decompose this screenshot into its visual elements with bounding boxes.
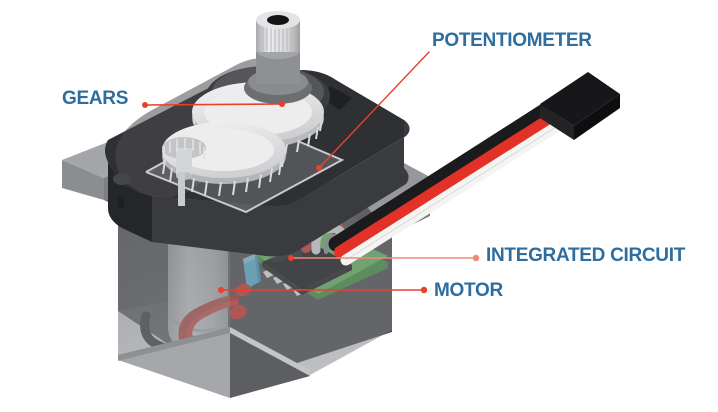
gear-pinion bbox=[162, 137, 206, 180]
callout-label-potentiometer: POTENTIOMETER bbox=[432, 30, 592, 51]
mount-tab-left bbox=[62, 160, 104, 200]
callout-leaders bbox=[142, 51, 480, 294]
servo-cable bbox=[328, 98, 570, 266]
cable-black-wire bbox=[328, 98, 560, 252]
cable-connector bbox=[540, 72, 620, 140]
leader-dot-gears-label bbox=[142, 102, 148, 108]
leader-dot-potentiometer-target bbox=[316, 165, 322, 171]
output-spline-shaft bbox=[244, 11, 312, 104]
connector-side bbox=[574, 94, 620, 140]
case-marking bbox=[118, 196, 124, 208]
case-notch-right bbox=[322, 86, 352, 110]
connector-face bbox=[540, 104, 574, 140]
gear-post bbox=[178, 172, 185, 206]
housing-bottom-shadow bbox=[230, 333, 310, 398]
leader-dot-ic-target bbox=[288, 255, 294, 261]
connector-top bbox=[540, 72, 620, 126]
leader-dot-gears-target bbox=[279, 101, 285, 107]
leader-integrated-circuit bbox=[288, 254, 480, 262]
upper-case-skirt bbox=[152, 120, 410, 257]
leader-dot-motor-target bbox=[218, 287, 224, 293]
screw-boss-left bbox=[113, 173, 131, 185]
leader-motor bbox=[218, 286, 428, 294]
leader-gears bbox=[142, 101, 285, 108]
callout-label-motor: MOTOR bbox=[434, 280, 503, 301]
leader-dot-ic-label bbox=[472, 254, 480, 262]
callout-label-integrated-circuit: INTEGRATED CIRCUIT bbox=[486, 245, 686, 266]
callout-label-gears: GEARS bbox=[62, 88, 129, 109]
housing-bottom-edge-right bbox=[230, 327, 310, 376]
cable-red-wire bbox=[334, 108, 564, 258]
shaft-screw-hole bbox=[267, 15, 289, 25]
leader-potentiometer bbox=[316, 51, 430, 171]
housing-bottom-edge-left bbox=[118, 327, 230, 361]
leader-dot-motor-label bbox=[420, 286, 428, 294]
cable-white-outline bbox=[345, 121, 565, 261]
